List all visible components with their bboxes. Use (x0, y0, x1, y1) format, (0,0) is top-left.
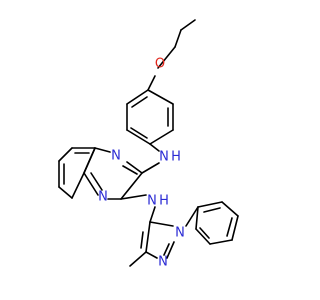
bond (126, 129, 151, 145)
bond (83, 147, 96, 174)
nitrogen-label-lower-amine: N (147, 194, 157, 209)
bond (203, 207, 221, 213)
n-phenyl-ring (185, 201, 239, 245)
bond (195, 206, 199, 230)
bond (149, 143, 160, 152)
methyl-group (129, 251, 147, 267)
lower-nh-linker (120, 194, 156, 223)
nitrogen-label-quinoxaline-bottom: N (98, 190, 108, 205)
bond (149, 221, 174, 227)
bond (197, 201, 223, 208)
upper-nh-linker (141, 143, 160, 174)
bond (126, 89, 149, 105)
bond (145, 221, 151, 253)
bond (221, 201, 239, 217)
bond (231, 215, 239, 241)
bond (129, 251, 147, 267)
bond (83, 172, 99, 196)
bond (90, 172, 103, 191)
bond (71, 172, 85, 199)
benzo-ring (58, 147, 96, 199)
bond (94, 147, 111, 153)
nitrogen-label-upper-amine: N (159, 150, 169, 165)
bond (147, 89, 174, 105)
bond (163, 243, 170, 256)
bond (226, 217, 233, 237)
bond (131, 96, 148, 108)
oxygen-label: O (155, 57, 165, 72)
bond (140, 231, 144, 249)
bond (195, 228, 211, 245)
bond (157, 46, 176, 69)
pyrazole-ring (140, 221, 175, 259)
bond (122, 165, 138, 175)
nitrogen-label-pyrazole-1: N (175, 226, 185, 241)
bond (209, 239, 233, 245)
molecule-structure-canvas: O N N N H N H N N (58, 19, 239, 270)
bond (141, 162, 160, 174)
atom-labels: O N N N H N H N N (98, 57, 185, 270)
bond (174, 29, 182, 48)
bond (126, 161, 143, 174)
bond (120, 194, 147, 200)
nitrogen-label-quinoxaline-top: N (111, 149, 121, 164)
bond (149, 129, 174, 145)
bond (149, 206, 156, 223)
bond (166, 241, 175, 259)
ethoxyphenyl-ring (126, 75, 174, 145)
bond (147, 75, 156, 91)
ethyl-group (157, 19, 196, 69)
bond (180, 19, 196, 31)
molecule-diagram: O N N N H N H N N (58, 19, 239, 270)
bond (130, 127, 148, 139)
bond (185, 206, 199, 227)
bond (58, 147, 73, 162)
hydrogen-label-lower-amine: H (159, 194, 169, 209)
bond (145, 251, 158, 259)
bond (199, 227, 210, 239)
hydrogen-label-upper-amine: H (171, 150, 181, 165)
nitrogen-label-pyrazole-2: N (158, 255, 168, 270)
bond (58, 186, 73, 199)
bond (120, 172, 143, 200)
